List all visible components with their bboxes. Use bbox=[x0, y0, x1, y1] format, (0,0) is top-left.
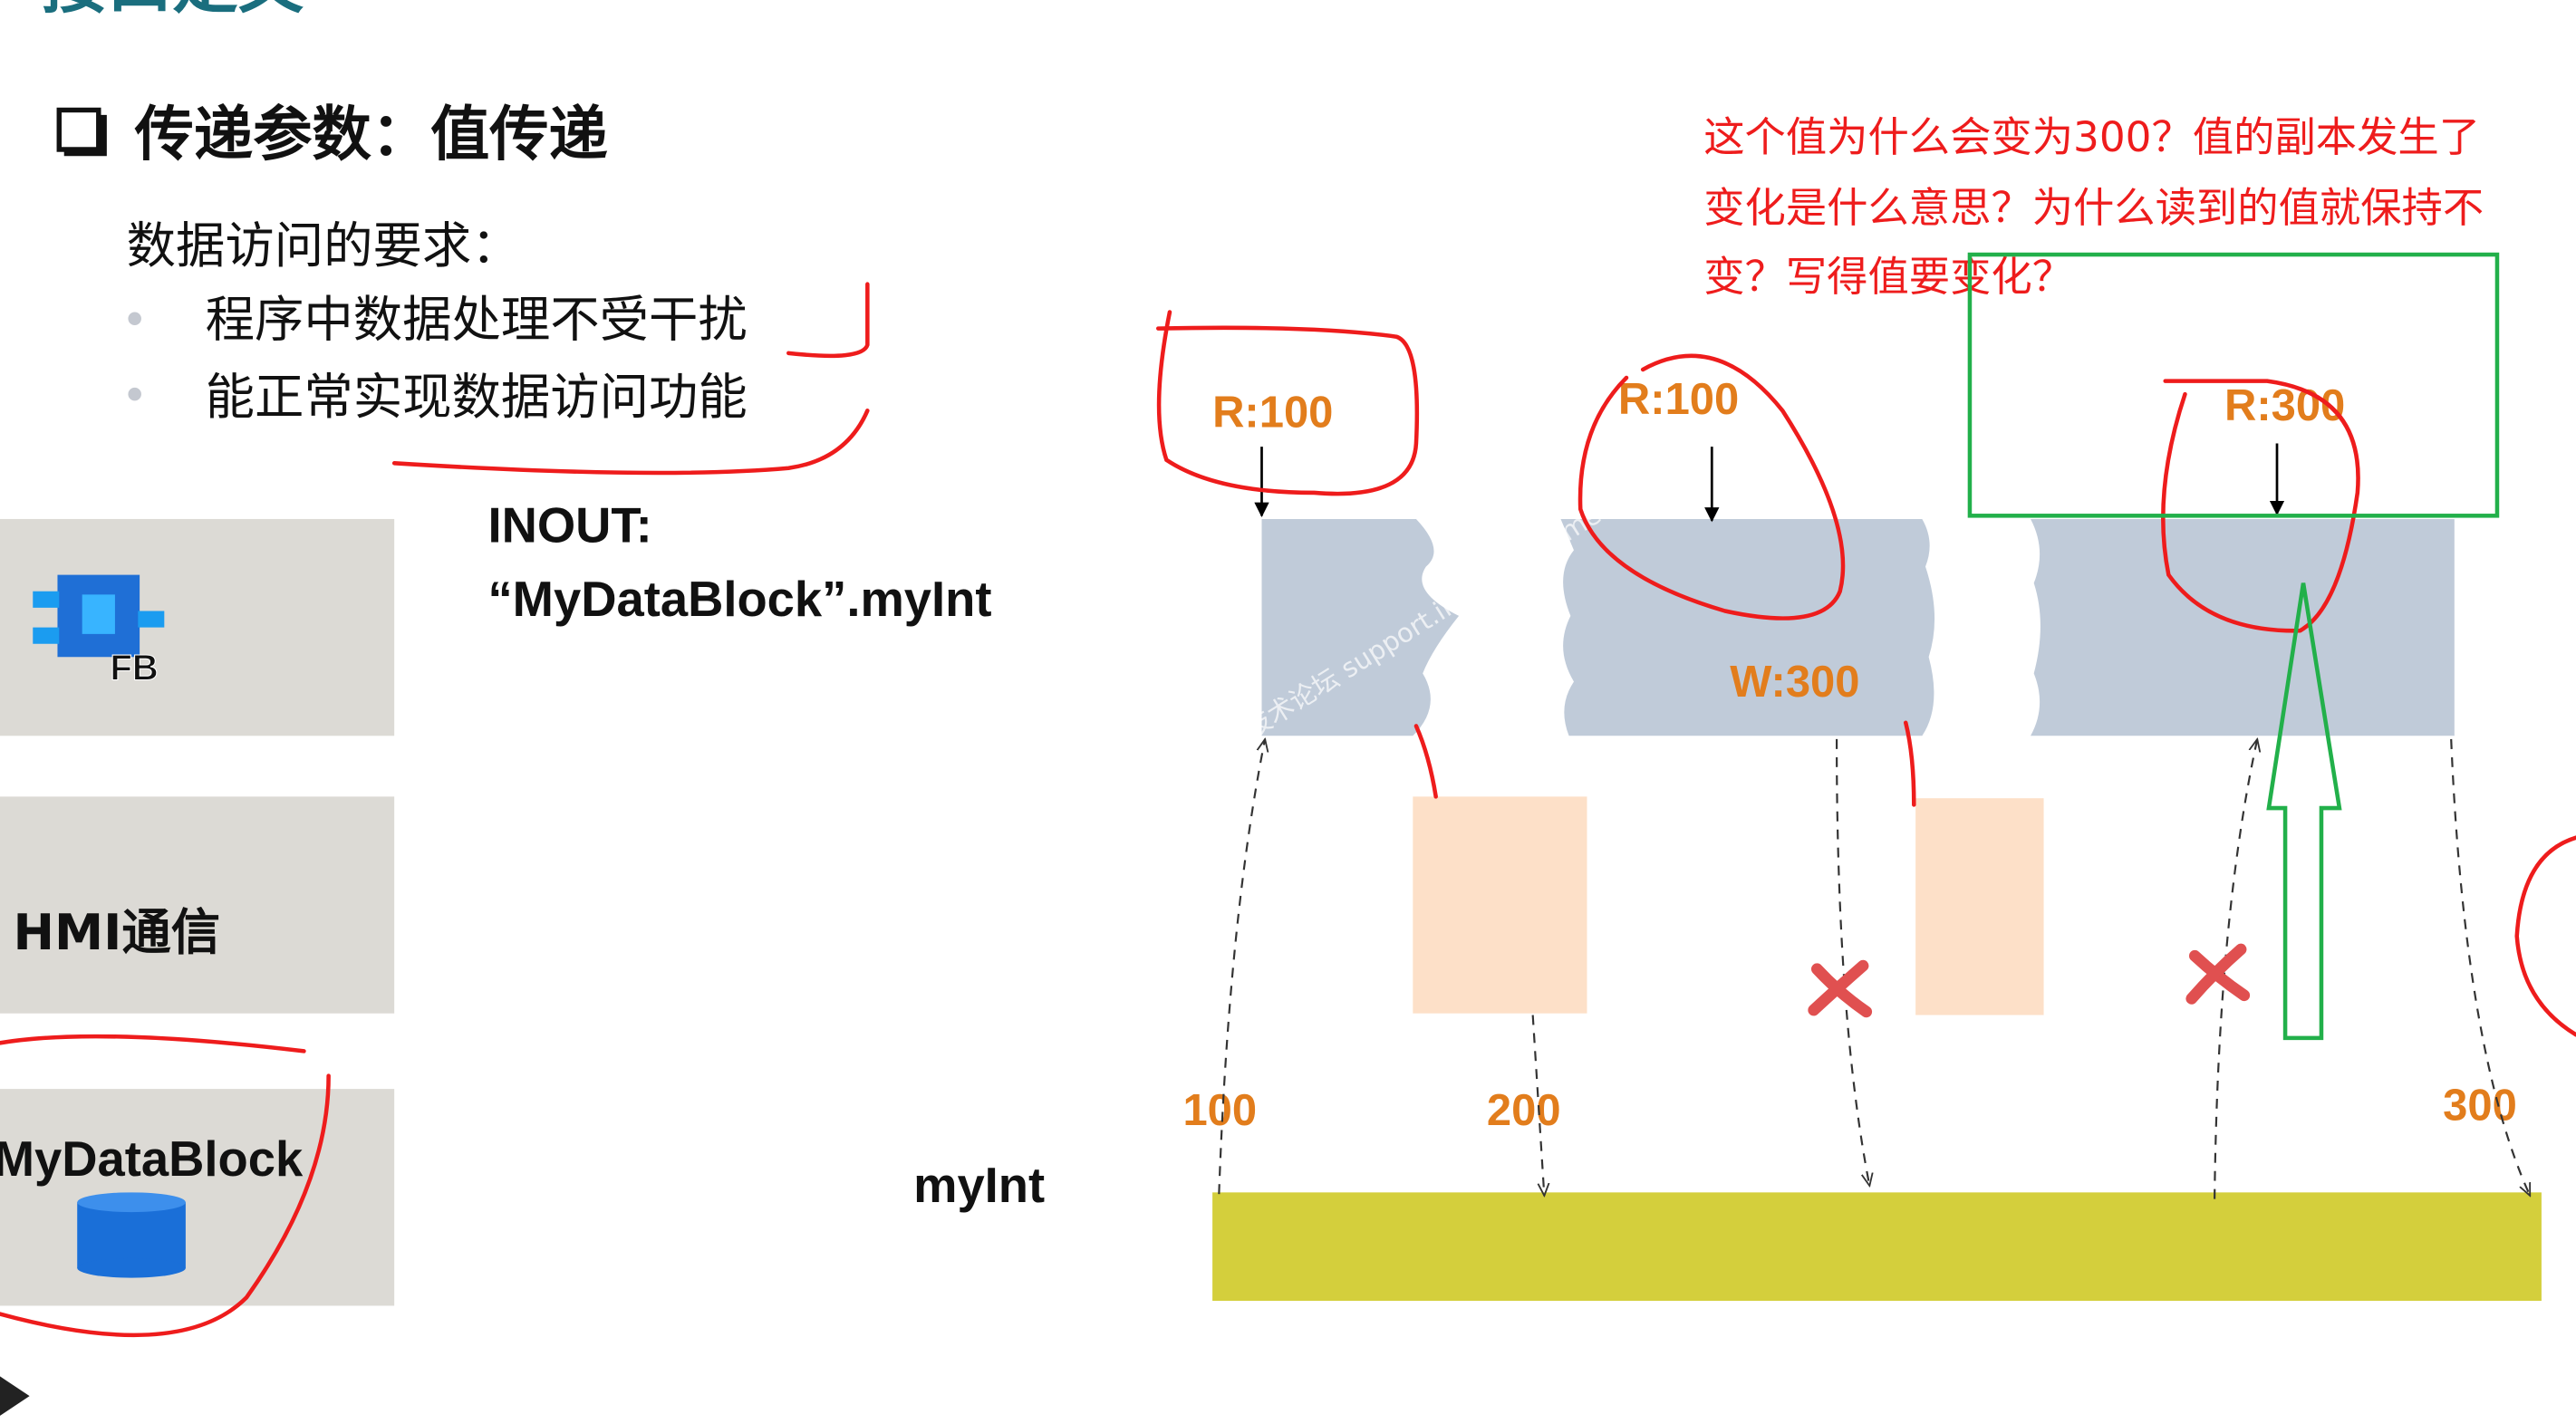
read-label: R:100 bbox=[1212, 388, 1333, 437]
hmi-label: HMI通信 bbox=[14, 904, 221, 961]
inout-label: INOUT: bbox=[488, 497, 652, 553]
read-label: R:100 bbox=[1618, 375, 1739, 424]
program-block-1 bbox=[1261, 518, 1460, 736]
memory-value: 200 bbox=[1487, 1086, 1561, 1135]
bullet-item: 程序中数据处理不受干扰 bbox=[206, 292, 748, 349]
green-up-arrow-icon bbox=[2266, 582, 2342, 1041]
fb-block-icon: FB bbox=[33, 574, 165, 688]
requirements-title: 数据访问的要求： bbox=[127, 217, 521, 274]
bullet-item: 能正常实现数据访问功能 bbox=[206, 369, 748, 426]
partial-title: 接口定义 bbox=[41, 0, 304, 23]
peach-block-1 bbox=[1413, 796, 1587, 1014]
heading: 传递参数：值传递 bbox=[134, 100, 608, 168]
program-block-3 bbox=[2031, 518, 2455, 736]
checkbox-bullet-icon bbox=[56, 107, 107, 157]
write-label: W:300 bbox=[1730, 658, 1859, 707]
memory-bar bbox=[1212, 1192, 2542, 1302]
variable-label: myInt bbox=[913, 1158, 1045, 1213]
red-ink-annotations bbox=[0, 282, 2576, 1338]
svg-text:变？写得值要变化？: 变？写得值要变化？ bbox=[1703, 253, 2073, 301]
green-highlight-box bbox=[1967, 252, 2500, 518]
datablock-label: MyDataBlock bbox=[0, 1131, 304, 1187]
read-arrows bbox=[1254, 443, 2285, 523]
annotation-question: 这个值为什么会变为300？值的副本发生了 变化是什么意思？为什么读到的值就保持不… bbox=[1703, 113, 2484, 301]
hmi-panel bbox=[0, 796, 395, 1014]
database-icon bbox=[77, 1192, 186, 1278]
svg-text:FB: FB bbox=[110, 649, 158, 688]
svg-text:变化是什么意思？为什么读到的值就保持不: 变化是什么意思？为什么读到的值就保持不 bbox=[1703, 184, 2484, 232]
inout-param: “MyDataBlock”.myInt bbox=[488, 572, 992, 627]
memory-value: 100 bbox=[1182, 1086, 1257, 1135]
read-label: R:300 bbox=[2224, 381, 2345, 430]
peach-block-2 bbox=[1915, 798, 2044, 1015]
dashed-transfer-arrows bbox=[1218, 739, 2532, 1199]
datablock-panel bbox=[0, 1089, 395, 1306]
play-icon[interactable] bbox=[0, 1376, 30, 1416]
bullet-dot bbox=[128, 312, 141, 326]
blocked-x-icon bbox=[1808, 943, 2251, 1018]
bullet-dot bbox=[128, 387, 141, 401]
memory-value: 300 bbox=[2443, 1082, 2517, 1131]
svg-text:这个值为什么会变为300？值的副本发生了: 这个值为什么会变为300？值的副本发生了 bbox=[1703, 113, 2480, 161]
